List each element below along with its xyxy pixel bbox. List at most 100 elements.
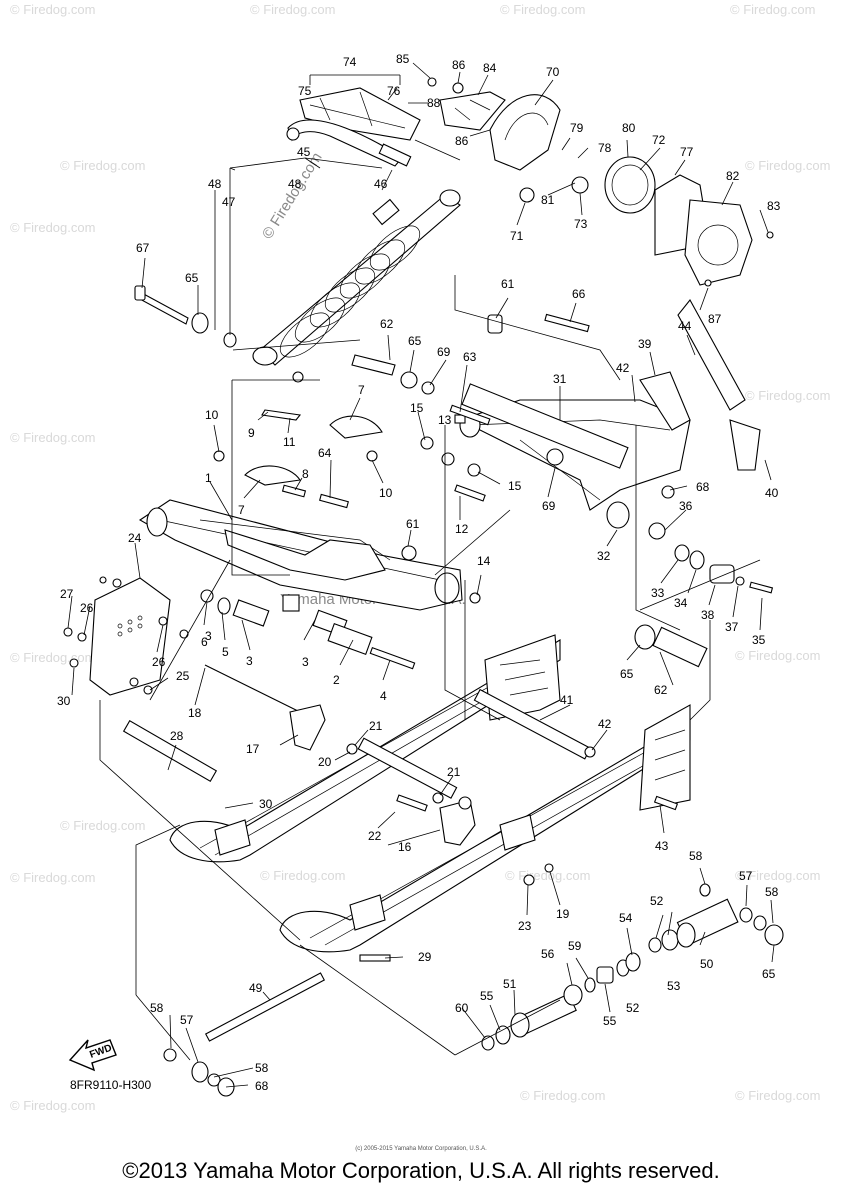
callout-62b: 62	[654, 683, 668, 697]
center-watermark-firedog: © Firedog.com	[259, 149, 326, 242]
callout-58b: 58	[255, 1061, 269, 1075]
callout-31: 31	[553, 372, 567, 386]
callout-48a: 48	[208, 177, 222, 191]
callout-21a: 21	[369, 719, 383, 733]
callout-33: 33	[651, 586, 665, 600]
assembly-guide-lines	[99, 74, 761, 1061]
callout-57b: 57	[739, 869, 753, 883]
callout-68b: 68	[696, 480, 710, 494]
callout-48b: 48	[288, 177, 302, 191]
svg-text:© Firedog.com: © Firedog.com	[250, 2, 335, 17]
svg-text:© Firedog.com: © Firedog.com	[60, 818, 145, 833]
callout-49: 49	[249, 981, 263, 995]
callout-39: 39	[638, 337, 652, 351]
callout-27: 27	[60, 587, 74, 601]
callout-87: 87	[708, 312, 722, 326]
callout-labels: 1 2 3 3 3 4 5 6 7 7 8 9 10 10 11 12 13 1…	[57, 52, 781, 1093]
top-bracket-assembly	[286, 77, 774, 287]
callout-42a: 42	[598, 717, 612, 731]
callout-19: 19	[556, 907, 570, 921]
svg-text:© Firedog.com: © Firedog.com	[10, 2, 95, 17]
callout-37: 37	[725, 620, 739, 634]
callout-32: 32	[597, 549, 611, 563]
callout-66: 66	[572, 287, 586, 301]
callout-84: 84	[483, 61, 497, 75]
callout-79: 79	[570, 121, 584, 135]
callout-45: 45	[297, 145, 311, 159]
svg-text:© Firedog.com: © Firedog.com	[745, 388, 830, 403]
callout-68a: 68	[255, 1079, 269, 1093]
callout-5: 5	[222, 645, 229, 659]
callout-26b: 26	[80, 601, 94, 615]
svg-text:© Firedog.com: © Firedog.com	[735, 1088, 820, 1103]
callout-14: 14	[477, 554, 491, 568]
callout-36: 36	[679, 499, 693, 513]
fwd-arrow-icon: FWD	[68, 1039, 117, 1072]
callout-24: 24	[128, 531, 142, 545]
shock-absorber	[134, 189, 461, 383]
callout-53: 53	[667, 979, 681, 993]
callout-55b: 55	[603, 1014, 617, 1028]
svg-text:© Firedog.com: © Firedog.com	[60, 158, 145, 173]
callout-56: 56	[541, 947, 555, 961]
callout-3a: 3	[246, 654, 253, 668]
callout-47: 47	[222, 195, 236, 209]
callout-71: 71	[510, 229, 524, 243]
callout-65b: 65	[185, 271, 199, 285]
callout-25: 25	[176, 669, 190, 683]
diagram-code: 8FR9110-H300	[70, 1078, 152, 1092]
callout-86b: 86	[455, 134, 469, 148]
callout-44: 44	[678, 319, 692, 333]
callout-80: 80	[622, 121, 636, 135]
svg-text:© Firedog.com: © Firedog.com	[500, 2, 585, 17]
callout-77: 77	[680, 145, 694, 159]
callout-70: 70	[546, 65, 560, 79]
callout-15b: 15	[508, 479, 522, 493]
callout-60: 60	[455, 1001, 469, 1015]
callout-35: 35	[752, 633, 766, 647]
callout-65a: 65	[408, 334, 422, 348]
callout-30b: 30	[259, 797, 273, 811]
callout-30a: 30	[57, 694, 71, 708]
callout-2: 2	[333, 673, 340, 687]
callout-78: 78	[598, 141, 612, 155]
callout-10b: 10	[379, 486, 393, 500]
callout-65c: 65	[620, 667, 634, 681]
callout-22: 22	[368, 829, 382, 843]
callout-62a: 62	[380, 317, 394, 331]
callout-42b: 42	[616, 361, 630, 375]
callout-15a: 15	[410, 401, 424, 415]
callout-11: 11	[283, 435, 296, 449]
callout-6: 6	[201, 635, 208, 649]
callout-51: 51	[503, 977, 517, 991]
idler-shaft-parts	[163, 624, 784, 1097]
callout-85: 85	[396, 52, 410, 66]
callout-72: 72	[652, 133, 666, 147]
left-stay-parts	[63, 576, 416, 782]
callout-63: 63	[463, 350, 477, 364]
callout-52a: 52	[650, 894, 664, 908]
callout-82: 82	[726, 169, 740, 183]
callout-55a: 55	[480, 989, 494, 1003]
callout-46: 46	[374, 177, 388, 191]
callout-26a: 26	[152, 655, 166, 669]
svg-text:© Firedog.com: © Firedog.com	[735, 648, 820, 663]
callout-20: 20	[318, 755, 332, 769]
callout-75: 75	[298, 84, 312, 98]
callout-58a: 58	[150, 1001, 164, 1015]
callout-59: 59	[568, 939, 582, 953]
svg-text:© Firedog.com: © Firedog.com	[260, 868, 345, 883]
copyright-footer: ©2013 Yamaha Motor Corporation, U.S.A. A…	[122, 1158, 720, 1183]
callout-4: 4	[380, 689, 387, 703]
callout-13: 13	[438, 413, 452, 427]
callout-21b: 21	[447, 765, 461, 779]
slide-rail-assembly	[169, 634, 691, 962]
callout-67: 67	[136, 241, 150, 255]
callout-12: 12	[455, 522, 469, 536]
callout-38: 38	[701, 608, 715, 622]
callout-76: 76	[387, 84, 401, 98]
callout-40: 40	[765, 486, 779, 500]
svg-text:© Firedog.com: © Firedog.com	[10, 870, 95, 885]
callout-65d: 65	[762, 967, 776, 981]
